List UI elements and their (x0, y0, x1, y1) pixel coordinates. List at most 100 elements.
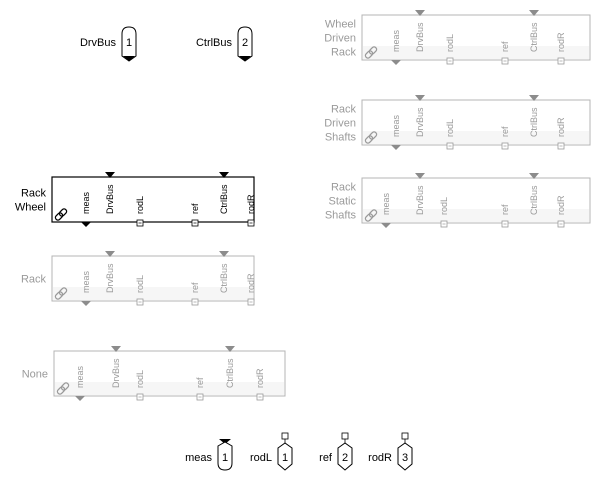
port-label-rodr: rodR (556, 32, 566, 52)
physical-port-icon[interactable] (247, 219, 255, 227)
physical-port-icon[interactable] (501, 142, 509, 150)
link-icon (364, 209, 378, 222)
outport-rodr[interactable]: rodR 3 (368, 432, 413, 471)
port-label-drvbus: DrvBus (105, 184, 115, 214)
block-title-line: Driven (324, 33, 356, 45)
block-title-line: Rack (331, 182, 357, 194)
inport-drvbus[interactable]: DrvBus 1 (80, 26, 137, 62)
outport-rodr-shape (397, 442, 413, 471)
port-label-ctrlbus: CtrlBus (529, 22, 539, 52)
port-label-drvbus: DrvBus (415, 107, 425, 137)
output-port-arrow[interactable] (75, 396, 85, 401)
physical-port-icon[interactable] (501, 57, 509, 65)
link-icon (364, 46, 378, 59)
input-port-arrow[interactable] (111, 346, 121, 352)
inport-ctrlbus-number: 2 (242, 37, 248, 49)
port-label-meas: meas (391, 29, 401, 52)
port-label-ctrlbus: CtrlBus (529, 107, 539, 137)
physical-port-icon[interactable] (196, 393, 204, 401)
outport-rodl-label: rodL (250, 452, 272, 464)
port-label-rodr: rodR (255, 368, 265, 388)
output-port-arrow[interactable] (391, 60, 401, 65)
port-label-rodl: rodL (135, 196, 145, 214)
inport-drvbus-label: DrvBus (80, 37, 117, 49)
input-port-arrow[interactable] (415, 10, 425, 16)
output-port-arrow[interactable] (391, 145, 401, 150)
input-port-arrow[interactable] (529, 10, 539, 16)
block-title-line: Shafts (325, 132, 357, 144)
block-shade (53, 287, 253, 300)
port-label-meas: meas (391, 114, 401, 137)
input-port-arrow[interactable] (219, 251, 229, 257)
physical-port-icon[interactable] (136, 393, 144, 401)
block-title-line: Shafts (325, 210, 357, 222)
port-label-ref: ref (500, 126, 510, 137)
physical-port-icon[interactable] (247, 298, 255, 306)
link-icon (364, 131, 378, 144)
input-port-arrow[interactable] (105, 251, 115, 257)
block-title-line: None (22, 369, 48, 381)
physical-port-icon[interactable] (557, 142, 565, 150)
physical-port-icon[interactable] (136, 219, 144, 227)
output-port-arrow[interactable] (81, 301, 91, 306)
physical-port-icon[interactable] (440, 220, 448, 228)
port-label-rodr: rodR (246, 273, 256, 293)
port-label-rodl: rodL (439, 197, 449, 215)
outport-meas[interactable]: meas 1 (185, 439, 233, 471)
input-port-arrow[interactable] (529, 173, 539, 179)
block-title-line: Driven (324, 118, 356, 130)
input-port-arrow[interactable] (225, 346, 235, 352)
outport-rodr-conn (401, 432, 409, 440)
block-title-line: Wheel (325, 19, 356, 31)
physical-port-icon[interactable] (557, 57, 565, 65)
outport-meas-number: 1 (222, 452, 228, 464)
port-label-drvbus: DrvBus (415, 185, 425, 215)
input-port-arrow[interactable] (105, 172, 115, 178)
port-label-ctrlbus: CtrlBus (225, 358, 235, 388)
inport-ctrlbus-shape (237, 26, 253, 62)
physical-port-icon[interactable] (501, 220, 509, 228)
input-port-arrow[interactable] (529, 95, 539, 101)
input-port-arrow[interactable] (415, 95, 425, 101)
port-label-ref: ref (190, 203, 200, 214)
physical-port-icon[interactable] (191, 298, 199, 306)
input-port-arrow[interactable] (219, 172, 229, 178)
port-label-drvbus: DrvBus (415, 22, 425, 52)
physical-port-icon[interactable] (446, 142, 454, 150)
block-title-line: Rack (331, 47, 357, 59)
physical-port-icon[interactable] (191, 219, 199, 227)
physical-port-icon[interactable] (557, 220, 565, 228)
link-icon (56, 382, 70, 395)
outport-rodr-label: rodR (368, 452, 392, 464)
inport-drvbus-number: 1 (126, 37, 132, 49)
output-port-arrow[interactable] (381, 223, 391, 228)
inport-ctrlbus[interactable]: CtrlBus 2 (196, 26, 253, 62)
outport-meas-shape (217, 441, 233, 471)
physical-port-icon[interactable] (256, 393, 264, 401)
outport-ref-label: ref (319, 452, 333, 464)
block-shade (363, 209, 589, 222)
input-port-arrow[interactable] (415, 173, 425, 179)
block-title-line: Wheel (15, 202, 46, 214)
physical-port-icon[interactable] (136, 298, 144, 306)
port-label-drvbus: DrvBus (111, 358, 121, 388)
block-title-line: Static (328, 196, 356, 208)
port-label-ctrlbus: CtrlBus (529, 185, 539, 215)
link-icon (54, 208, 68, 221)
outport-rodl[interactable]: rodL 1 (250, 432, 293, 471)
port-label-rodr: rodR (246, 194, 256, 214)
outport-ref[interactable]: ref 2 (319, 432, 353, 471)
port-label-ctrlbus: CtrlBus (219, 263, 229, 293)
port-label-ref: ref (500, 204, 510, 215)
output-port-arrow[interactable] (81, 222, 91, 227)
port-label-ref: ref (190, 282, 200, 293)
outport-ref-shape (337, 442, 353, 471)
physical-port-icon[interactable] (446, 57, 454, 65)
